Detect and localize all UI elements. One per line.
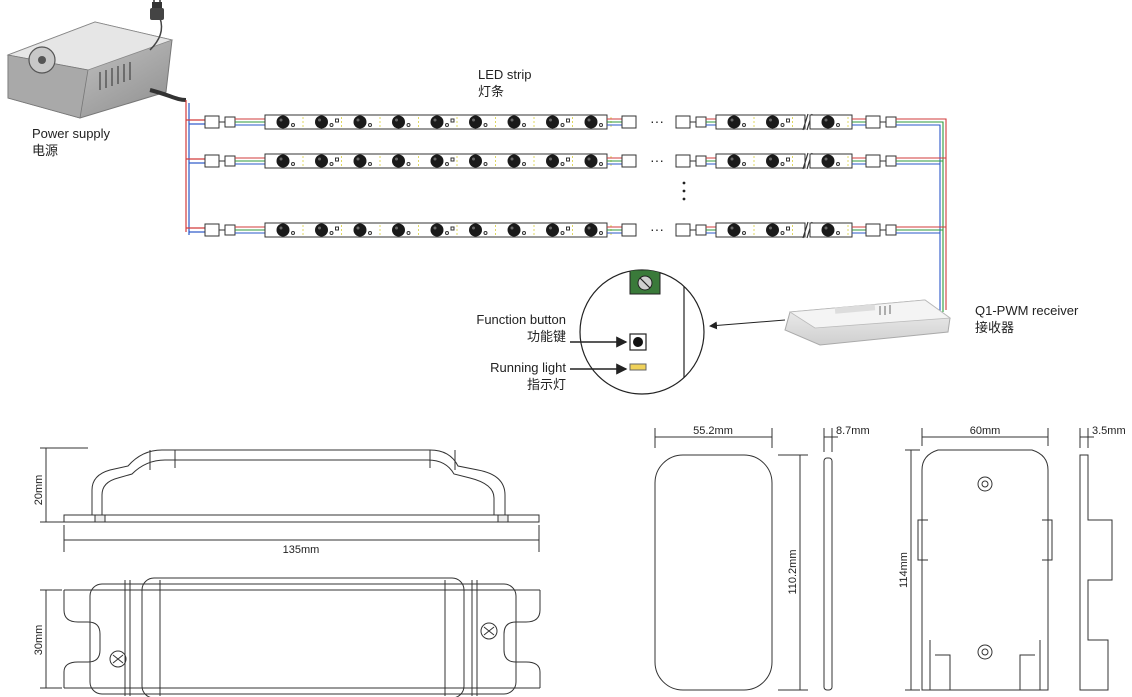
ellipsis-text: ··· (650, 152, 664, 168)
receiver-unit (709, 299, 952, 346)
power-bus (185, 100, 205, 235)
remote-holder-view (905, 428, 1113, 691)
plug-icon (150, 0, 164, 20)
holder-width-dim: 60mm (970, 425, 1001, 437)
holder-height-dim: 114mm (898, 552, 910, 588)
running-light-label-cn: 指示灯 (526, 377, 566, 392)
screw-icon (109, 650, 127, 668)
led-strip-row: ··· (204, 113, 908, 131)
led-strip-row: ··· (204, 221, 908, 239)
receiver-width-dim: 30mm (33, 625, 45, 656)
led-strip-label-cn: 灯条 (478, 84, 505, 99)
receiver-top-view (40, 577, 541, 697)
receiver-side-view (40, 447, 540, 552)
receiver-label: Q1-PWM receiver (975, 303, 1079, 318)
remote-front-view (654, 428, 838, 691)
running-light-icon (629, 363, 647, 371)
remote-width-dim: 55.2mm (693, 425, 733, 437)
receiver-label-cn: 接收器 (975, 320, 1015, 335)
receiver-height-dim: 20mm (33, 475, 45, 506)
led-strip-label: LED strip (478, 67, 532, 82)
remote-thickness-dim: 8.7mm (836, 425, 870, 437)
remote-height-dim: 110.2mm (787, 549, 799, 594)
receiver-length-dim: 135mm (283, 544, 320, 556)
ellipsis-text: ··· (650, 221, 664, 237)
function-button-label: Function button (476, 312, 566, 327)
function-button-label-cn: 功能键 (526, 329, 566, 344)
power-supply-label: Power supply (32, 126, 111, 141)
power-supply-label-cn: 电源 (32, 143, 59, 158)
ellipsis-text: ··· (650, 113, 664, 129)
more-strips-indicator (682, 181, 686, 201)
running-light-label: Running light (490, 360, 566, 375)
led-strip-row: ··· (204, 152, 908, 170)
screw-icon (480, 622, 498, 640)
led-strips: ··· ··· ··· (204, 113, 908, 239)
holder-thickness-dim: 3.5mm (1092, 425, 1126, 437)
power-supply-unit (6, 0, 187, 119)
receiver-wires (908, 118, 947, 314)
receiver-zoom-detail (570, 269, 705, 395)
